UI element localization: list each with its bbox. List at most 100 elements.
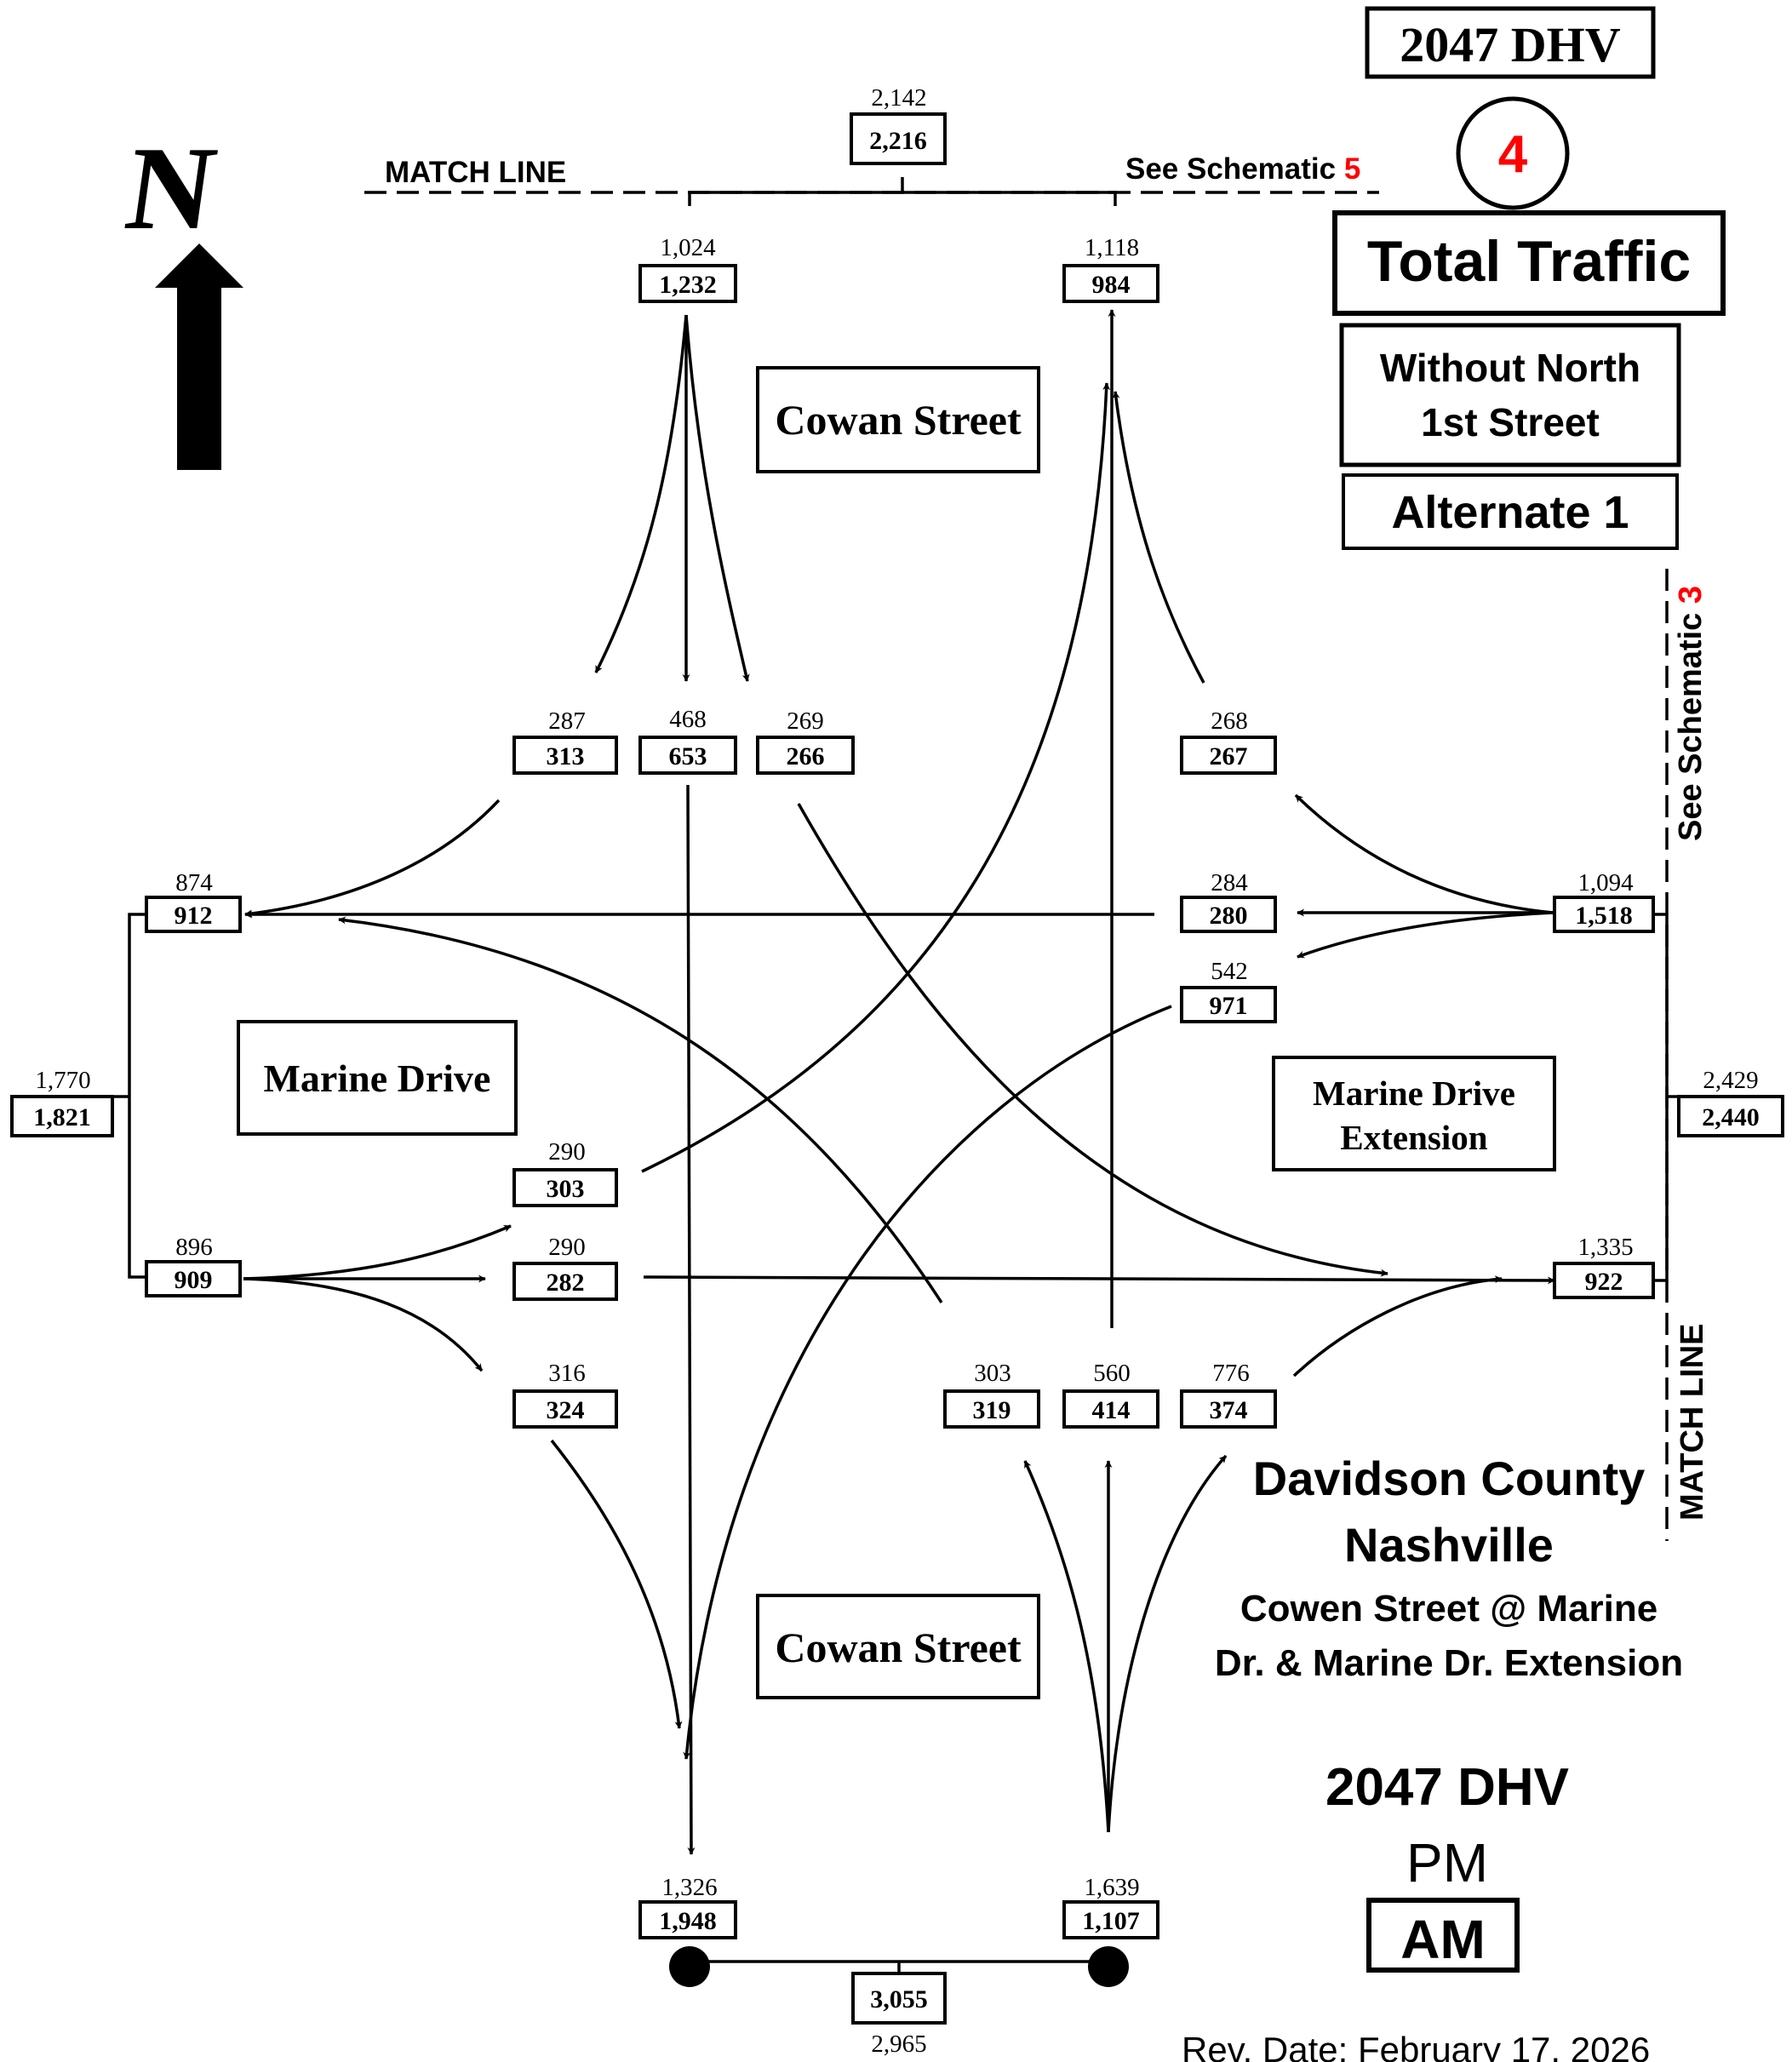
vol-east-total: 2,429 2,440 [1677,1067,1784,1137]
sb-through-to-south-arrow [686,784,696,1855]
legend-am: AM [1400,1909,1486,1970]
eb-left-to-north-arrow [641,382,1111,1173]
eb-left-am: 303 [547,1175,585,1203]
nb-right-to-east-arrow [1292,1275,1503,1378]
sb-left-to-east-arrow [797,803,1388,1277]
scenario-box [1339,323,1681,467]
north-total-bracket [688,177,1117,206]
west-total-pm: 1,770 [35,1067,90,1094]
nb-right-arrow [1107,1454,1228,1833]
alternate-label: Alternate 1 [1391,487,1629,538]
year-label: 2047 DHV [1400,17,1621,72]
nb-right-pm: 776 [1212,1360,1250,1387]
top-match-line-label: MATCH LINE [385,156,566,189]
south-approach-pm: 1,639 [1084,1874,1139,1901]
nb-through-am: 414 [1092,1396,1131,1424]
south-approach-am: 1,107 [1082,1907,1140,1935]
eb-through-pm: 290 [548,1234,586,1261]
location-desc-line1: Cowen Street @ Marine [1240,1588,1657,1630]
rev-date: Rev. Date: February 17, 2026 [1182,2030,1650,2062]
marine-drive-label: Marine Drive [264,1057,491,1100]
nb-left-to-west-arrow [338,916,943,1303]
east-total-pm: 2,429 [1703,1067,1758,1094]
legend-pm: PM [1406,1832,1488,1893]
sb-left-am: 266 [787,742,825,770]
total-traffic-label: Total Traffic [1367,229,1691,294]
legend-am-box [1366,1898,1520,1973]
top-see-schematic: See Schematic 5 [1125,152,1360,186]
sb-right-to-west-arrow [244,799,501,918]
east-total-bracket [1653,913,1679,1282]
north-depart-am: 984 [1092,271,1131,299]
sb-right-pm: 287 [548,707,586,735]
sb-through-pm: 468 [669,706,707,733]
right-match-line-label: MATCH LINE [1675,1324,1710,1521]
nb-right-to-north-arrow [1112,391,1205,684]
legend-year: 2047 DHV [1325,1758,1569,1817]
east-approach-am: 1,518 [1575,902,1633,930]
location-county: Davidson County [1253,1452,1645,1505]
alternate-box [1342,473,1679,550]
wb-through-am: 280 [1210,902,1248,930]
wb-left-arrow [1297,911,1554,959]
west-approach-pm: 896 [175,1234,213,1261]
eb-right-arrow [243,1277,484,1372]
cowan-south-box [756,1594,1040,1699]
south-total-am: 3,055 [870,1985,928,2013]
eb-left-pm: 290 [548,1138,586,1166]
year-box [1365,6,1656,79]
sb-left-pm: 269 [787,707,824,735]
flow-arrows [243,309,1555,1855]
marine-ext-line2: Extension [1340,1118,1487,1157]
schematic-number: 4 [1498,125,1528,184]
total-traffic-box [1332,210,1726,316]
scenario-line2: 1st Street [1421,400,1600,444]
nb-right-north-pm: 268 [1211,707,1248,735]
north-total-pm: 2,142 [871,84,926,112]
eb-right-pm: 316 [548,1360,586,1387]
marine-ext-box [1272,1056,1556,1171]
marine-drive-box [237,1020,518,1136]
south-left-dot [669,1946,710,1987]
cowan-north-box [756,366,1040,473]
marine-ext-line1: Marine Drive [1313,1074,1515,1113]
west-total-bracket [114,913,146,1279]
cowan-south-label: Cowan Street [775,1624,1022,1671]
wb-left-pm: 542 [1211,958,1248,985]
location-desc-line2: Dr. & Marine Dr. Extension [1215,1642,1683,1684]
wb-through-pm: 284 [1211,869,1248,896]
sb-left-arrow [684,314,750,682]
wb-left-to-south-arrow [683,1005,1172,1760]
eb-left-arrow [243,1224,512,1280]
eb-through-to-east-arrow [643,1275,1555,1285]
right-see-schematic: See Schematic 3 [1673,586,1709,841]
wb-right-arrow [1294,793,1554,914]
eb-through-am: 282 [547,1269,585,1297]
north-approach-pm: 1,024 [660,234,716,261]
east-total-am: 2,440 [1702,1103,1760,1131]
nb-through-pm: 560 [1093,1360,1131,1387]
north-total-am: 2,216 [869,127,927,155]
cowan-north-label: Cowan Street [775,396,1022,444]
vol-south-approach: 1,639 1,107 [1062,1874,1159,1939]
west-depart-pm: 874 [175,869,213,896]
sb-right-arrow [594,314,688,673]
nb-right-north-am: 267 [1210,742,1248,770]
